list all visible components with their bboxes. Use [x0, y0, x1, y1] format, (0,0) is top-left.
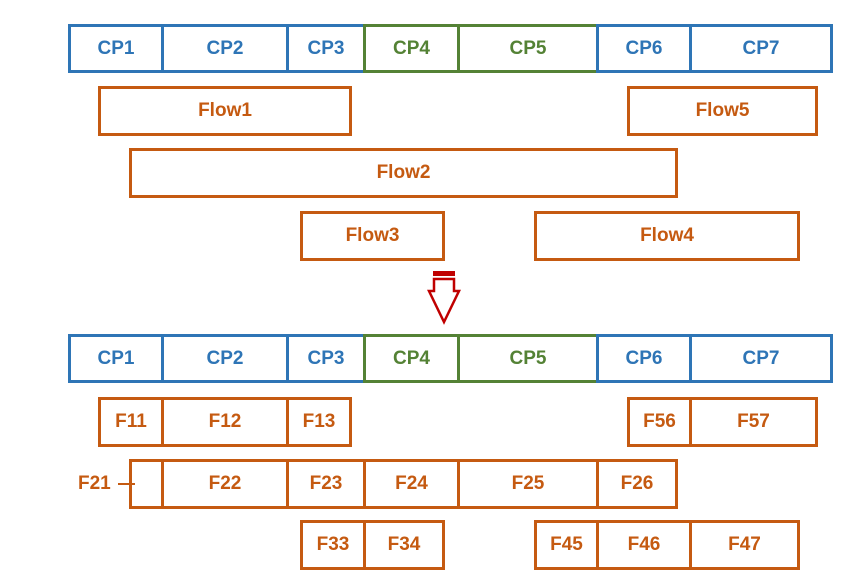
flow4-label: Flow4	[640, 225, 694, 246]
fragment-f25: F25	[457, 459, 599, 509]
f22-label: F22	[208, 473, 242, 494]
f21-label: F21	[78, 473, 111, 494]
bottom-cp7: CP7	[689, 334, 833, 383]
fragment-f34: F34	[363, 520, 445, 570]
fragment-f26: F26	[596, 459, 678, 509]
bottom-cp2-label: CP2	[206, 347, 244, 369]
fragment-f21	[129, 459, 164, 509]
f56-label: F56	[643, 411, 676, 432]
flow5-label: Flow5	[695, 100, 750, 121]
f23-label: F23	[309, 473, 343, 494]
f45-label: F45	[550, 534, 583, 555]
flow2-box: Flow2	[129, 148, 678, 198]
fragment-f11: F11	[98, 397, 164, 447]
fragment-f56: F56	[627, 397, 692, 447]
fragment-f33: F33	[300, 520, 366, 570]
flow2-label: Flow2	[376, 162, 431, 183]
fragment-f13: F13	[286, 397, 352, 447]
fragment-f12: F12	[161, 397, 289, 447]
down-arrow-icon	[427, 277, 461, 325]
bottom-cp6-label: CP6	[625, 347, 663, 369]
bottom-cp5: CP5	[457, 334, 599, 383]
f47-label: F47	[728, 534, 761, 555]
bottom-cp6: CP6	[596, 334, 692, 383]
bottom-cp4-label: CP4	[393, 347, 430, 369]
flow3-box: Flow3	[300, 211, 445, 261]
fragment-f45: F45	[534, 520, 599, 570]
top-cp2-label: CP2	[206, 37, 244, 59]
fragment-f57: F57	[689, 397, 818, 447]
bottom-cp3: CP3	[286, 334, 366, 383]
fragment-f46: F46	[596, 520, 692, 570]
flow5-box: Flow5	[627, 86, 818, 136]
top-cp1-label: CP1	[97, 37, 135, 59]
f24-label: F24	[395, 473, 428, 494]
f33-label: F33	[316, 534, 350, 555]
f46-label: F46	[627, 534, 661, 555]
fragment-f47: F47	[689, 520, 800, 570]
f57-label: F57	[737, 411, 770, 432]
arrow-top-bar	[433, 271, 455, 276]
top-cp5-label: CP5	[509, 37, 547, 59]
f25-label: F25	[511, 473, 545, 494]
top-cp4-label: CP4	[393, 37, 430, 59]
fragment-f24: F24	[363, 459, 460, 509]
bottom-cp2: CP2	[161, 334, 289, 383]
f11-label: F11	[115, 411, 147, 432]
flow1-label: Flow1	[198, 100, 252, 121]
bottom-cp1: CP1	[68, 334, 164, 383]
bottom-cp5-label: CP5	[509, 347, 547, 369]
top-cp6-label: CP6	[625, 37, 663, 59]
bottom-cp3-label: CP3	[307, 347, 345, 369]
bottom-cp7-label: CP7	[742, 347, 780, 369]
fragment-f23: F23	[286, 459, 366, 509]
top-cp7: CP7	[689, 24, 833, 73]
bottom-cp1-label: CP1	[97, 347, 135, 369]
flow4-box: Flow4	[534, 211, 800, 261]
f34-label: F34	[387, 534, 421, 555]
f12-label: F12	[208, 411, 242, 432]
top-cp7-label: CP7	[742, 37, 780, 59]
fragment-f22: F22	[161, 459, 289, 509]
top-cp3-label: CP3	[307, 37, 345, 59]
flow3-label: Flow3	[345, 225, 400, 246]
f13-label: F13	[302, 411, 336, 432]
f26-label: F26	[620, 473, 654, 494]
flow1-box: Flow1	[98, 86, 352, 136]
bottom-cp4: CP4	[363, 334, 460, 383]
